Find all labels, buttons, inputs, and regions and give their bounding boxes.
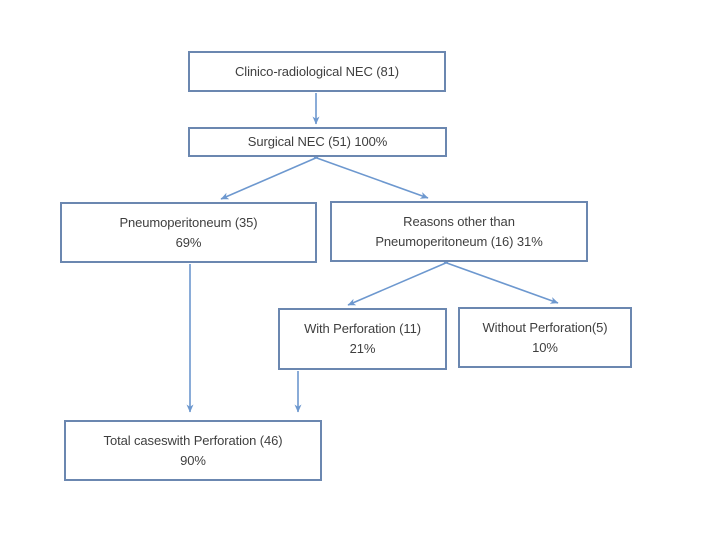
node-label: Total caseswith Perforation (46) xyxy=(103,432,283,448)
flow-node-clinico-radiological-nec: Clinico-radiological NEC (81) xyxy=(188,51,446,92)
node-label: Reasons other than xyxy=(403,213,515,229)
flow-node-reasons-other: Reasons other than Pneumoperitoneum (16)… xyxy=(330,201,588,262)
node-label: Pneumoperitoneum (35) xyxy=(119,214,258,230)
node-label-line2: Pneumoperitoneum (16) 31% xyxy=(375,233,543,249)
node-label: Without Perforation(5) xyxy=(482,319,608,335)
node-label: Surgical NEC (51) 100% xyxy=(247,134,388,149)
arrow-reasons-to-without-perforation xyxy=(443,261,559,304)
node-label: With Perforation (11) xyxy=(304,321,421,336)
flow-node-pneumoperitoneum: Pneumoperitoneum (35) 69% xyxy=(60,202,317,263)
arrow-reasons-to-with-perforation xyxy=(347,261,449,306)
flow-node-with-perforation: With Perforation (11) 21% xyxy=(278,308,447,370)
node-label: Clinico-radiological NEC (81) xyxy=(235,63,399,79)
node-percentage: 69% xyxy=(175,234,202,250)
flow-node-without-perforation: Without Perforation(5) 10% xyxy=(458,307,632,368)
node-percentage: 10% xyxy=(532,339,558,355)
node-percentage: 21% xyxy=(349,341,376,356)
node-percentage: 90% xyxy=(180,452,206,468)
flow-node-total-perforation: Total caseswith Perforation (46) 90% xyxy=(64,420,322,481)
flow-node-surgical-nec: Surgical NEC (51) 100% xyxy=(188,127,447,157)
arrow-surgical-to-reasons xyxy=(313,156,429,199)
arrow-surgical-to-pneumoperitoneum xyxy=(220,156,319,200)
